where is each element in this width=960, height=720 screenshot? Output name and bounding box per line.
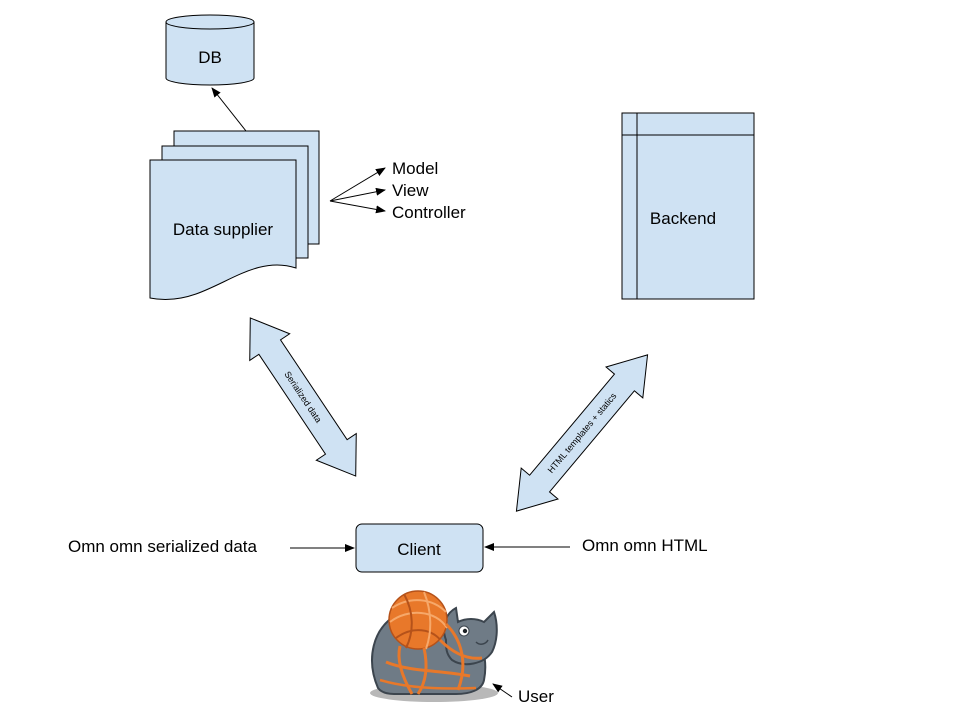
- backend-label: Backend: [650, 209, 716, 228]
- mvc-connectors: [329, 167, 386, 214]
- cat-with-yarn-icon: [370, 590, 498, 702]
- user-label-arrow: [492, 683, 513, 698]
- html-templates-label: HTML templates + statics: [546, 391, 619, 476]
- right-annotation: Omn omn HTML: [582, 536, 708, 555]
- mvc-model-label: Model: [392, 159, 438, 178]
- mvc-controller-label: Controller: [392, 203, 466, 222]
- db-node: DB: [165, 14, 255, 86]
- db-label: DB: [198, 48, 222, 67]
- user-label: User: [518, 687, 554, 706]
- mvc-view-label: View: [392, 181, 429, 200]
- client-node: Client: [355, 523, 484, 573]
- html-templates-arrow: HTML templates + statics: [515, 354, 649, 512]
- client-label: Client: [397, 540, 441, 559]
- supplier-to-db-connector: [211, 87, 247, 132]
- backend-node: Backend: [621, 112, 755, 300]
- mvc-labels: Model View Controller: [392, 159, 466, 222]
- data-supplier-node: Data supplier: [149, 130, 320, 300]
- left-annotation: Omn omn serialized data: [68, 537, 258, 556]
- serialized-data-arrow: Serialized data: [249, 317, 357, 477]
- data-supplier-label: Data supplier: [173, 220, 274, 239]
